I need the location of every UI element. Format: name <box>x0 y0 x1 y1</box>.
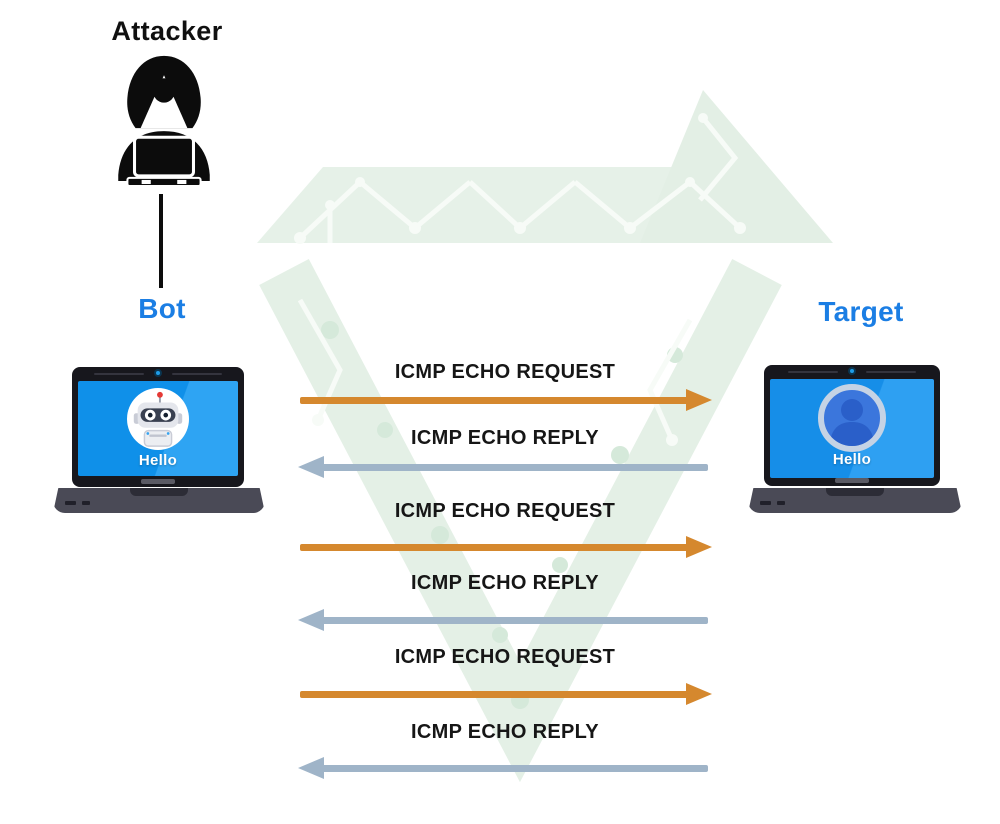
message-label: ICMP ECHO REPLY <box>411 572 599 594</box>
bot-laptop-base <box>53 488 265 513</box>
arrow-head-left <box>298 609 324 631</box>
target-laptop-screen: Hello <box>770 379 934 478</box>
target-screen-hello-text: Hello <box>832 451 872 468</box>
hooded-hacker-icon <box>118 55 210 188</box>
icmp-echo-reply-arrow <box>298 757 712 779</box>
bot-laptop: Hello <box>53 363 265 515</box>
person-avatar-icon <box>818 384 886 452</box>
arrow-head-right <box>686 389 712 411</box>
robot-avatar-icon <box>133 391 183 447</box>
arrow-head-left <box>298 456 324 478</box>
message-label: ICMP ECHO REPLY <box>411 427 599 449</box>
bot-label: Bot <box>138 293 186 324</box>
attacker-bot-connector-line <box>159 194 163 288</box>
message-label: ICMP ECHO REQUEST <box>394 646 616 668</box>
icmp-echo-request-arrow <box>298 389 712 411</box>
target-label: Target <box>818 296 904 327</box>
bot-laptop-screen: Hello <box>78 381 238 476</box>
icmp-echo-reply-arrow <box>298 609 712 631</box>
message-label: ICMP ECHO REPLY <box>411 721 599 743</box>
webcam-icon <box>848 367 856 375</box>
message-label: ICMP ECHO REQUEST <box>394 500 616 522</box>
attacker-label: Attacker <box>111 16 223 46</box>
robot-avatar-circle <box>127 388 189 450</box>
arrow-head-left <box>298 757 324 779</box>
arrow-head-right <box>686 683 712 705</box>
icmp-echo-request-arrow <box>298 683 712 705</box>
target-laptop-frame: Hello <box>764 365 940 486</box>
message-label: ICMP ECHO REQUEST <box>394 361 616 383</box>
icmp-echo-reply-arrow <box>298 456 712 478</box>
bot-screen-hello-text: Hello <box>138 452 178 469</box>
bot-laptop-frame: Hello <box>72 367 244 487</box>
target-laptop-base <box>748 488 962 513</box>
icmp-echo-request-arrow <box>298 536 712 558</box>
webcam-icon <box>154 369 162 377</box>
arrow-head-right <box>686 536 712 558</box>
target-laptop: Hello <box>748 360 962 515</box>
